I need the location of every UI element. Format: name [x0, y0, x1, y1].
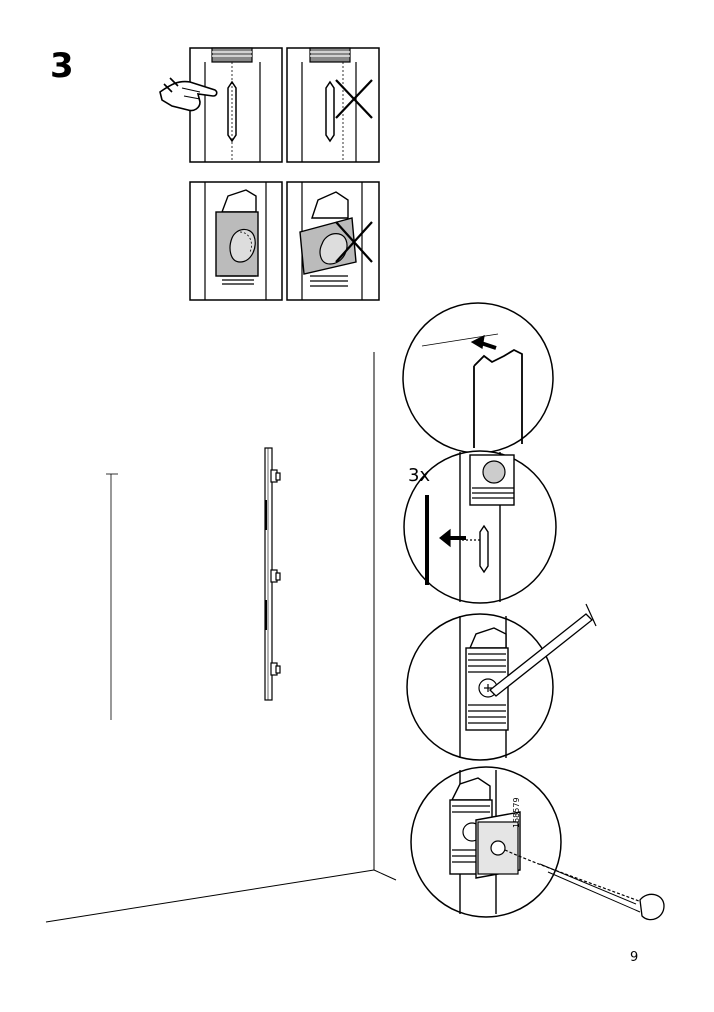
cross-mark-icon [335, 79, 373, 119]
detail-panel-correct-orientation [189, 47, 283, 163]
circle-detail-clip-insert [403, 450, 557, 604]
wall-rail [264, 447, 281, 701]
part-number-label: 158579 [512, 797, 521, 828]
detail-panel-correct-clip [189, 181, 283, 301]
circle-detail-rail-top [402, 302, 554, 454]
pointing-hand-icon [159, 77, 218, 112]
detail-panel-incorrect-clip [286, 181, 380, 301]
step-number: 3 [50, 46, 74, 86]
wall-scene [45, 352, 397, 923]
circle-detail-wall-screw [410, 766, 665, 921]
multiplier-label: 3x [408, 465, 431, 486]
circle-detail-screwdriver [406, 603, 597, 761]
detail-panel-incorrect-orientation [286, 47, 380, 163]
page-number: 9 [630, 950, 639, 965]
